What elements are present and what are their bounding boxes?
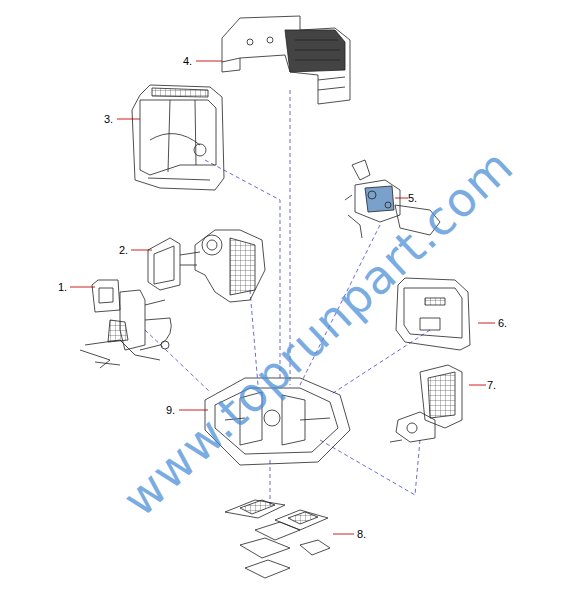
callout-number: 1. [58, 281, 67, 293]
callout-number: 9. [166, 404, 175, 416]
callout-number: 7. [487, 379, 496, 391]
callout-number: 4. [183, 55, 192, 67]
callout-number: 3. [104, 113, 113, 125]
callout-number: 2. [119, 244, 128, 256]
callout-number: 8. [357, 528, 366, 540]
callout-number: 6. [498, 317, 507, 329]
